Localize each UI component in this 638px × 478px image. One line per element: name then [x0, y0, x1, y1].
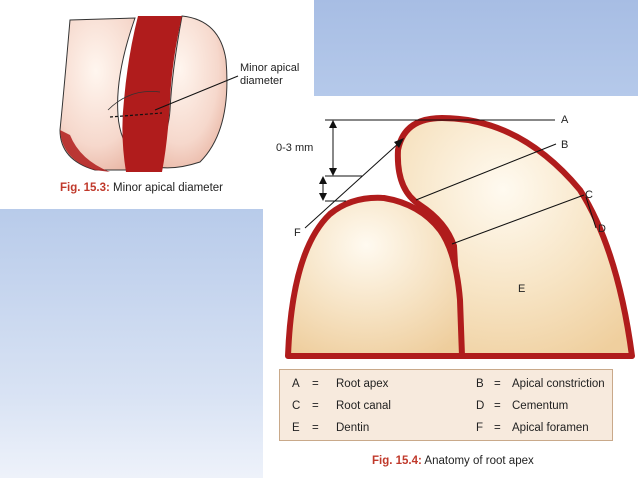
- minor-apical-diameter-line: [109, 112, 163, 118]
- decorative-blue-panel-top: [314, 0, 638, 96]
- legend-row: A = Root apex B = Apical constriction: [292, 378, 605, 390]
- label-b: B: [561, 139, 568, 151]
- label-c: C: [585, 189, 593, 201]
- label-a: A: [561, 114, 569, 126]
- label-0-3-mm: 0-3 mm: [276, 142, 313, 154]
- root-left: [285, 194, 465, 359]
- label-e: E: [518, 283, 525, 295]
- legend-box: A = Root apex B = Apical constriction C …: [279, 369, 613, 441]
- figure-15-3-caption: Fig. 15.3: Minor apical diameter: [60, 182, 223, 194]
- legend-row: C = Root canal D = Cementum: [292, 400, 569, 412]
- canal-band: [122, 16, 182, 172]
- decorative-blue-panel-left: [0, 209, 263, 478]
- figure-15-4-caption: Fig. 15.4: Anatomy of root apex: [372, 455, 534, 467]
- label-minor-apical: Minor apical: [240, 62, 299, 74]
- label-diameter: diameter: [240, 75, 283, 87]
- legend-row: E = Dentin F = Apical foramen: [292, 422, 589, 434]
- root-right: [394, 115, 635, 359]
- label-d: D: [598, 223, 606, 235]
- label-f: F: [294, 227, 301, 239]
